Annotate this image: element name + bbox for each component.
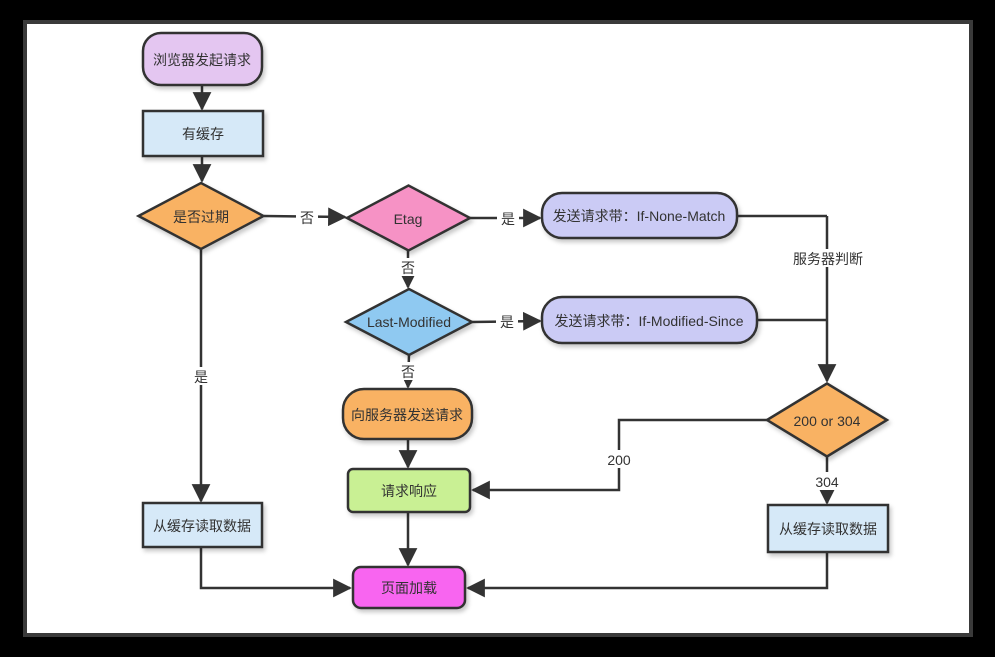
node-if-none-match-label: 发送请求带：If-None-Match xyxy=(553,208,726,224)
node-start: 浏览器发起请求 xyxy=(141,31,264,87)
node-expired-label: 是否过期 xyxy=(173,209,229,225)
node-send-request-label: 向服务器发送请求 xyxy=(351,407,463,423)
node-if-none-match: 发送请求带：If-None-Match xyxy=(540,191,739,240)
svg-text:否: 否 xyxy=(300,210,314,226)
node-read-cache-right-shape xyxy=(766,503,890,554)
node-expired-shape xyxy=(135,181,267,251)
svg-text:是: 是 xyxy=(194,369,208,385)
node-send-request-shape xyxy=(341,387,474,441)
edge-readcacheright-to-pageload xyxy=(466,552,829,598)
node-read-cache-right-label: 从缓存读取数据 xyxy=(779,521,877,537)
edge-label-lastmodified-no: 否 xyxy=(397,362,419,380)
node-if-modified-since-label: 发送请求带：If-Modified-Since xyxy=(554,313,743,329)
node-has-cache-label: 有缓存 xyxy=(182,126,224,142)
node-status: 200 or 304 xyxy=(764,382,890,458)
edge-label-etag-yes: 是 xyxy=(497,209,519,227)
node-page-load: 页面加载 xyxy=(351,565,467,610)
node-page-load-shape xyxy=(351,565,467,610)
edge-label-304: 304 xyxy=(812,472,843,490)
edge-label-expired-no: 否 xyxy=(296,208,318,226)
svg-text:否: 否 xyxy=(401,364,415,380)
node-if-none-match-shape xyxy=(540,191,739,240)
node-read-cache-left-label: 从缓存读取数据 xyxy=(153,518,251,534)
edge-label-expired-yes: 是 xyxy=(190,367,212,385)
node-start-label: 浏览器发起请求 xyxy=(153,52,251,68)
node-if-modified-since: 发送请求带：If-Modified-Since xyxy=(540,295,759,345)
edge-label-200: 200 xyxy=(604,450,635,468)
node-last-modified: Last-Modified xyxy=(343,287,475,357)
node-last-modified-shape xyxy=(343,287,475,357)
svg-text:200: 200 xyxy=(607,452,631,468)
node-has-cache-shape xyxy=(141,109,265,158)
node-read-cache-right: 从缓存读取数据 xyxy=(766,503,890,554)
svg-text:否: 否 xyxy=(401,260,415,276)
edge-label-server-judge: 服务器判断 xyxy=(790,249,866,267)
node-last-modified-label: Last-Modified xyxy=(367,314,451,330)
node-read-cache-left-shape xyxy=(141,501,264,549)
node-status-shape xyxy=(764,382,890,458)
node-start-shape xyxy=(141,31,264,87)
node-etag-shape xyxy=(344,184,473,252)
svg-text:是: 是 xyxy=(501,211,515,227)
edge-label-lastmodified-yes: 是 xyxy=(496,312,518,330)
edge-label-etag-no: 否 xyxy=(397,258,419,276)
node-has-cache: 有缓存 xyxy=(141,109,265,158)
nodes: 浏览器发起请求 有缓存 是否过期 Etag 发送请求带：If-None-Matc… xyxy=(135,31,890,610)
node-expired: 是否过期 xyxy=(135,181,267,251)
svg-text:服务器判断: 服务器判断 xyxy=(793,251,863,267)
node-page-load-label: 页面加载 xyxy=(381,580,437,596)
edge-readcacheleft-to-pageload xyxy=(199,547,352,598)
node-response-shape xyxy=(346,467,472,514)
node-send-request: 向服务器发送请求 xyxy=(341,387,474,441)
edge-labels: 否 是 是 否 是 否 服务器判断 200 xyxy=(190,208,866,490)
node-etag-label: Etag xyxy=(394,211,423,227)
node-status-label: 200 or 304 xyxy=(794,413,861,429)
node-etag: Etag xyxy=(344,184,473,252)
svg-text:304: 304 xyxy=(815,474,839,490)
node-response-label: 请求响应 xyxy=(381,483,437,499)
node-read-cache-left: 从缓存读取数据 xyxy=(141,501,264,549)
node-response: 请求响应 xyxy=(346,467,472,514)
node-if-modified-since-shape xyxy=(540,295,759,345)
svg-text:是: 是 xyxy=(500,314,514,330)
